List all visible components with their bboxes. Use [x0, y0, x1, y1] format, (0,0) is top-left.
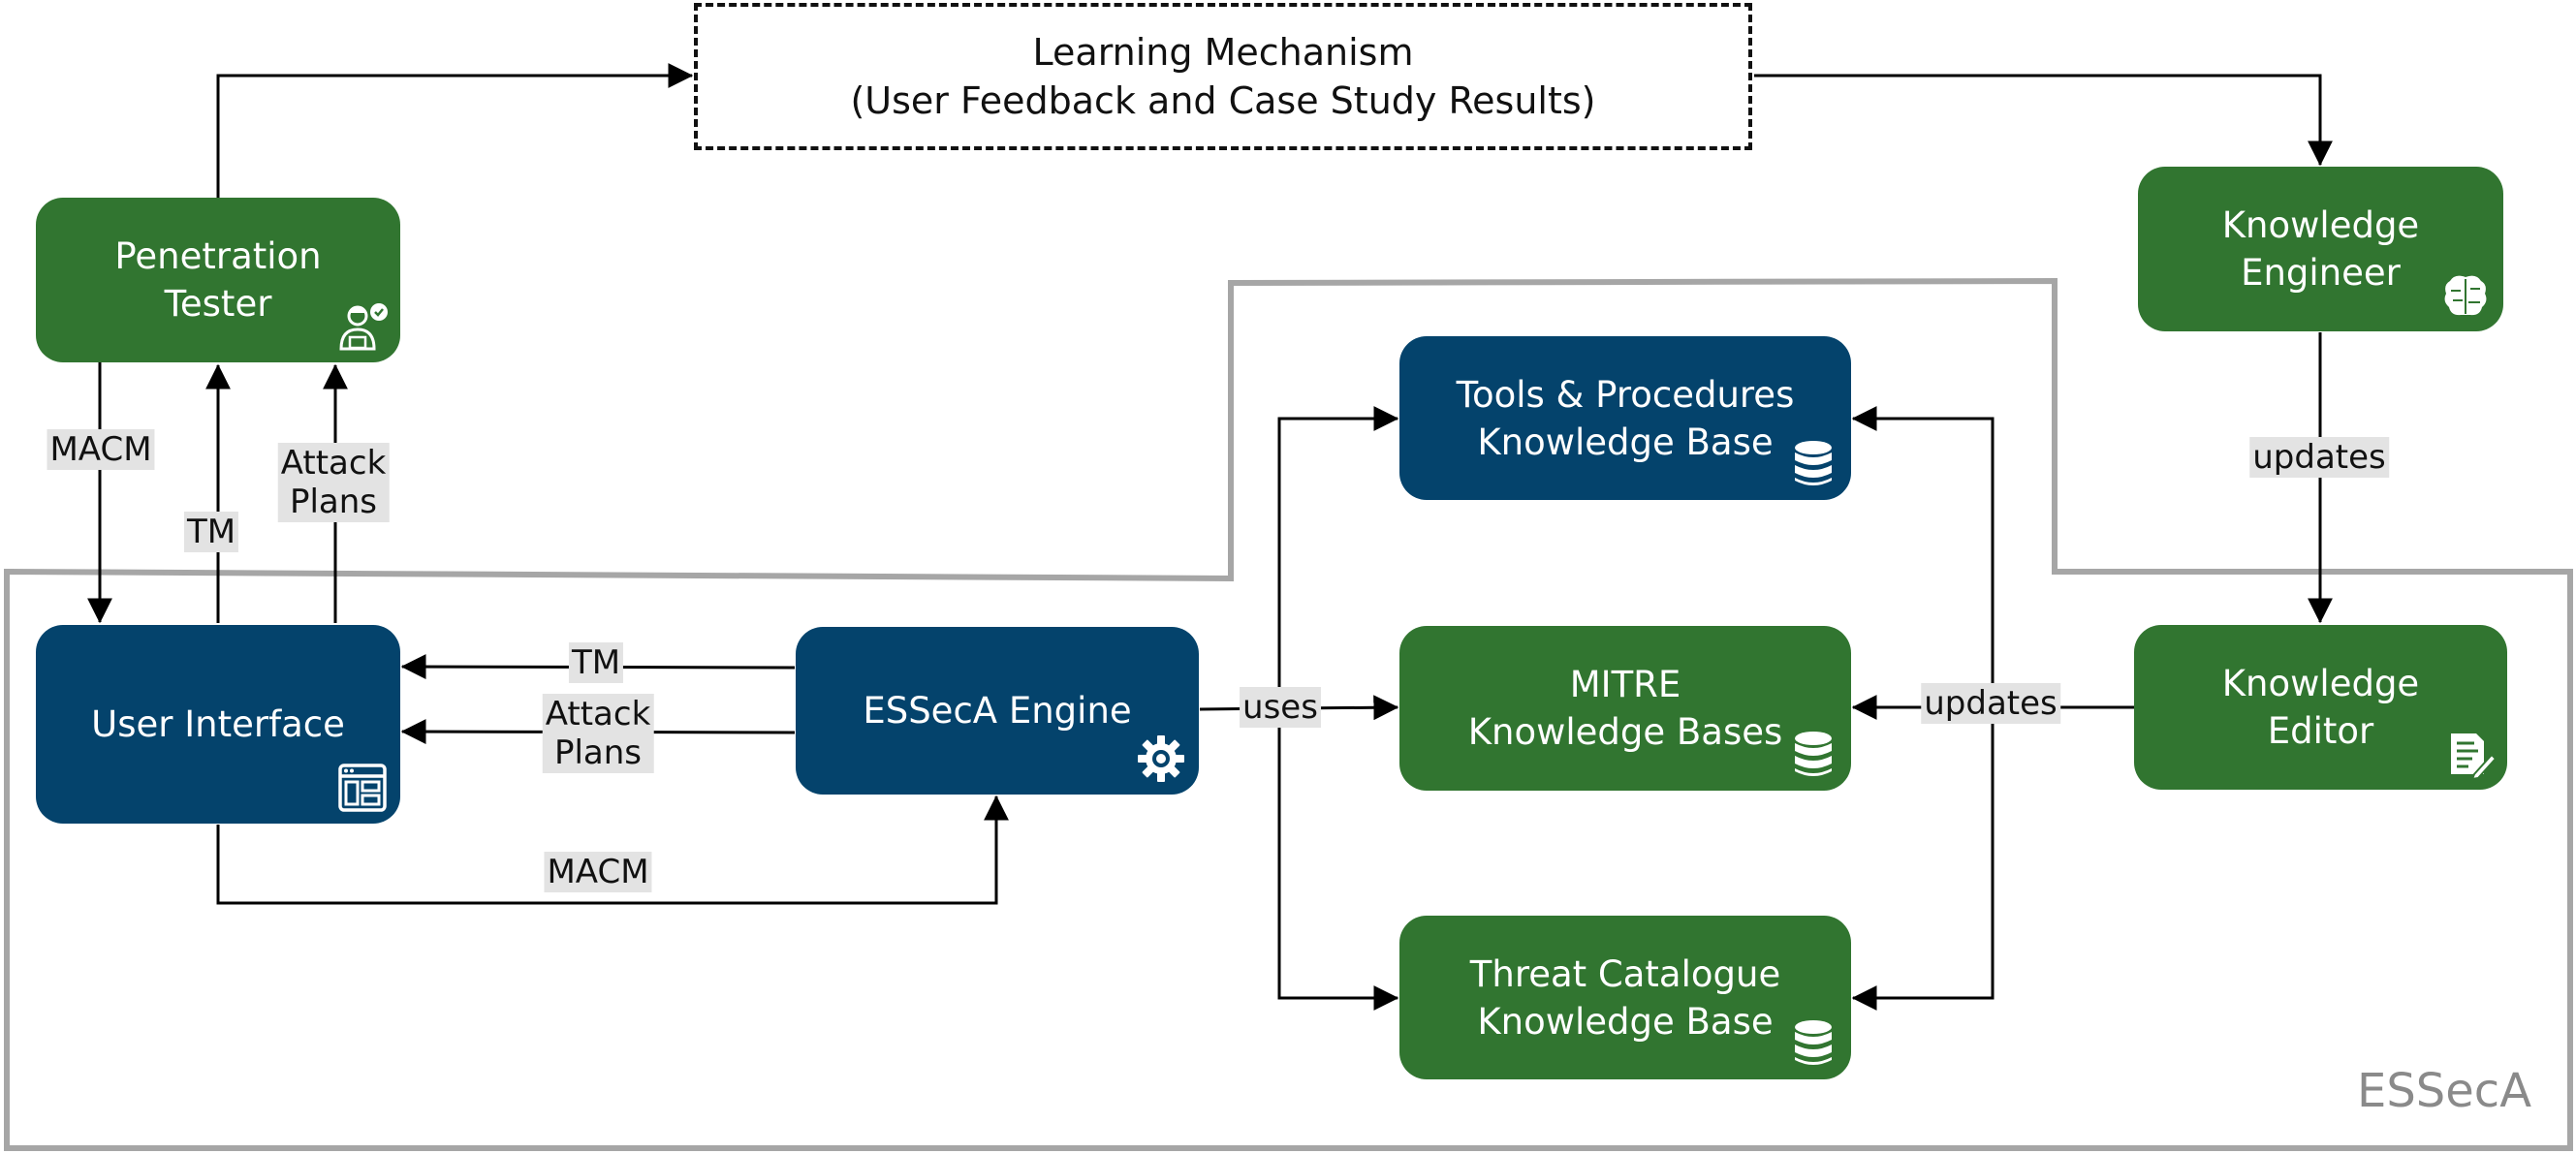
kedit-line1: Knowledge	[2221, 663, 2420, 704]
knowledge-engineer-node: Knowledge Engineer	[2138, 167, 2503, 331]
learning-mechanism-box: Learning Mechanism (User Feedback and Ca…	[694, 3, 1752, 150]
knowledge-editor-node: Knowledge Editor	[2134, 625, 2507, 790]
ui-label: User Interface	[91, 703, 345, 745]
threat-line1: Threat Catalogue	[1469, 952, 1781, 995]
edge-label-updates-top: updates	[2249, 437, 2389, 478]
threat-line2: Knowledge Base	[1477, 1000, 1774, 1043]
mitre-kb-node: MITRE Knowledge Bases	[1399, 626, 1851, 791]
edge-label-updates-right: updates	[1921, 683, 2060, 724]
edge-updates-tools	[1851, 406, 1995, 707]
ke-line1: Knowledge	[2221, 204, 2420, 246]
user-check-icon	[339, 303, 388, 351]
edge-label-tm-mid: TM	[568, 642, 624, 683]
edge-pentester-learning	[216, 63, 694, 199]
database-icon	[1795, 1020, 1832, 1065]
learning-line1: Learning Mechanism	[1032, 31, 1414, 74]
edge-label-tm-left: TM	[183, 512, 239, 552]
threat-catalogue-kb-node: Threat Catalogue Knowledge Base	[1399, 916, 1851, 1079]
tools-line1: Tools & Procedures	[1456, 373, 1795, 416]
brain-circuit-icon	[2444, 275, 2487, 316]
edge-uses-threat	[1277, 708, 1399, 1011]
tools-line2: Knowledge Base	[1477, 421, 1774, 463]
edge-label-macm-bottom: MACM	[544, 852, 652, 892]
edge-updates-threat	[1851, 707, 1995, 1011]
edge-label-attack-left: Attack Plans	[277, 443, 390, 522]
pentester-line2: Tester	[164, 283, 272, 325]
kedit-line2: Editor	[2267, 710, 2374, 752]
engine-label: ESSecA Engine	[863, 690, 1132, 732]
edge-label-attack-mid: Attack Plans	[542, 694, 654, 773]
essca-system-label: ESSecA	[2357, 1064, 2532, 1118]
essca-engine-node: ESSecA Engine	[796, 627, 1199, 795]
edge-macm-bottom	[216, 795, 1009, 905]
learning-line2: (User Feedback and Case Study Results)	[850, 79, 1596, 122]
ke-line2: Engineer	[2241, 252, 2401, 294]
browser-window-icon	[338, 764, 387, 812]
essca-boundary	[4, 277, 2573, 1151]
edge-uses-tools	[1277, 406, 1399, 708]
edge-label-macm-left: MACM	[47, 429, 155, 470]
mitre-line2: Knowledge Bases	[1467, 711, 1783, 753]
edge-learning-engineer	[1754, 74, 2333, 167]
pentester-line1: Penetration	[114, 235, 322, 277]
mitre-line1: MITRE	[1569, 664, 1681, 705]
penetration-tester-node: Penetration Tester	[36, 198, 400, 362]
edge-label-uses: uses	[1240, 687, 1321, 728]
tools-procedures-kb-node: Tools & Procedures Knowledge Base	[1399, 336, 1851, 500]
database-icon	[1795, 441, 1832, 485]
gear-icon	[1138, 735, 1184, 782]
document-edit-icon	[2451, 733, 2496, 780]
database-icon	[1795, 732, 1832, 776]
user-interface-node: User Interface	[36, 625, 400, 824]
